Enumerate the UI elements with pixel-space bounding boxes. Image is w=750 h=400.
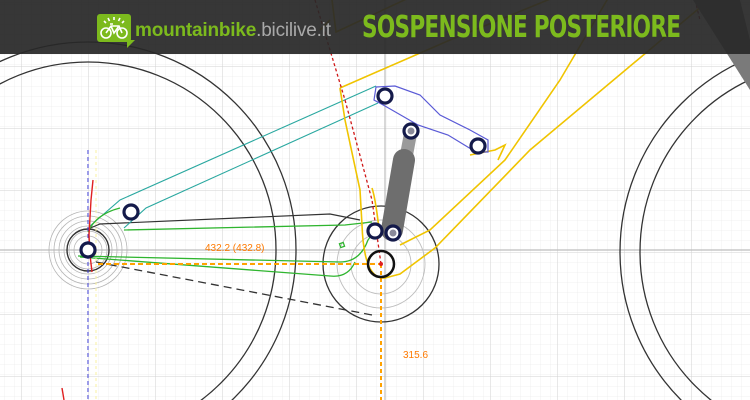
rocker-frame-pivot — [469, 137, 487, 155]
chain-bottom-dashed — [95, 261, 373, 316]
pivots — [79, 87, 487, 259]
rear-axle-path — [88, 179, 94, 273]
red-mark — [61, 387, 65, 400]
bottom-bracket — [366, 249, 396, 279]
page-title: SOSPENSIONE POSTERIORE — [362, 10, 681, 45]
chain-top — [87, 213, 361, 230]
front-wheel — [619, 57, 750, 400]
rocker-upper-pivot — [376, 87, 394, 105]
header-banner: mountainbike.bicilive.it SOSPENSIONE POS… — [0, 0, 750, 54]
brand-main-text: mountainbike — [135, 20, 257, 41]
bb-drop-label: 315.6 — [403, 350, 429, 361]
chainstay-main-pivot — [366, 222, 384, 240]
brand-domain-text: .bicilive.it — [256, 20, 331, 41]
bottom-bracket-center — [379, 262, 383, 266]
chainstay-length-label: 432.2 (432.8) — [205, 243, 265, 254]
chainstay — [77, 207, 379, 277]
bicycle-icon — [97, 14, 135, 48]
shock-lower-pivot-core — [389, 229, 397, 237]
brand-name: mountainbike.bicilive.it — [135, 20, 331, 42]
seatstay-pivot — [122, 203, 140, 221]
shock-upper-pivot-core — [407, 127, 415, 135]
rear-axle-pivot — [79, 241, 97, 259]
rocker-link — [373, 85, 489, 153]
brand-link[interactable]: mountainbike.bicilive.it — [97, 14, 331, 48]
